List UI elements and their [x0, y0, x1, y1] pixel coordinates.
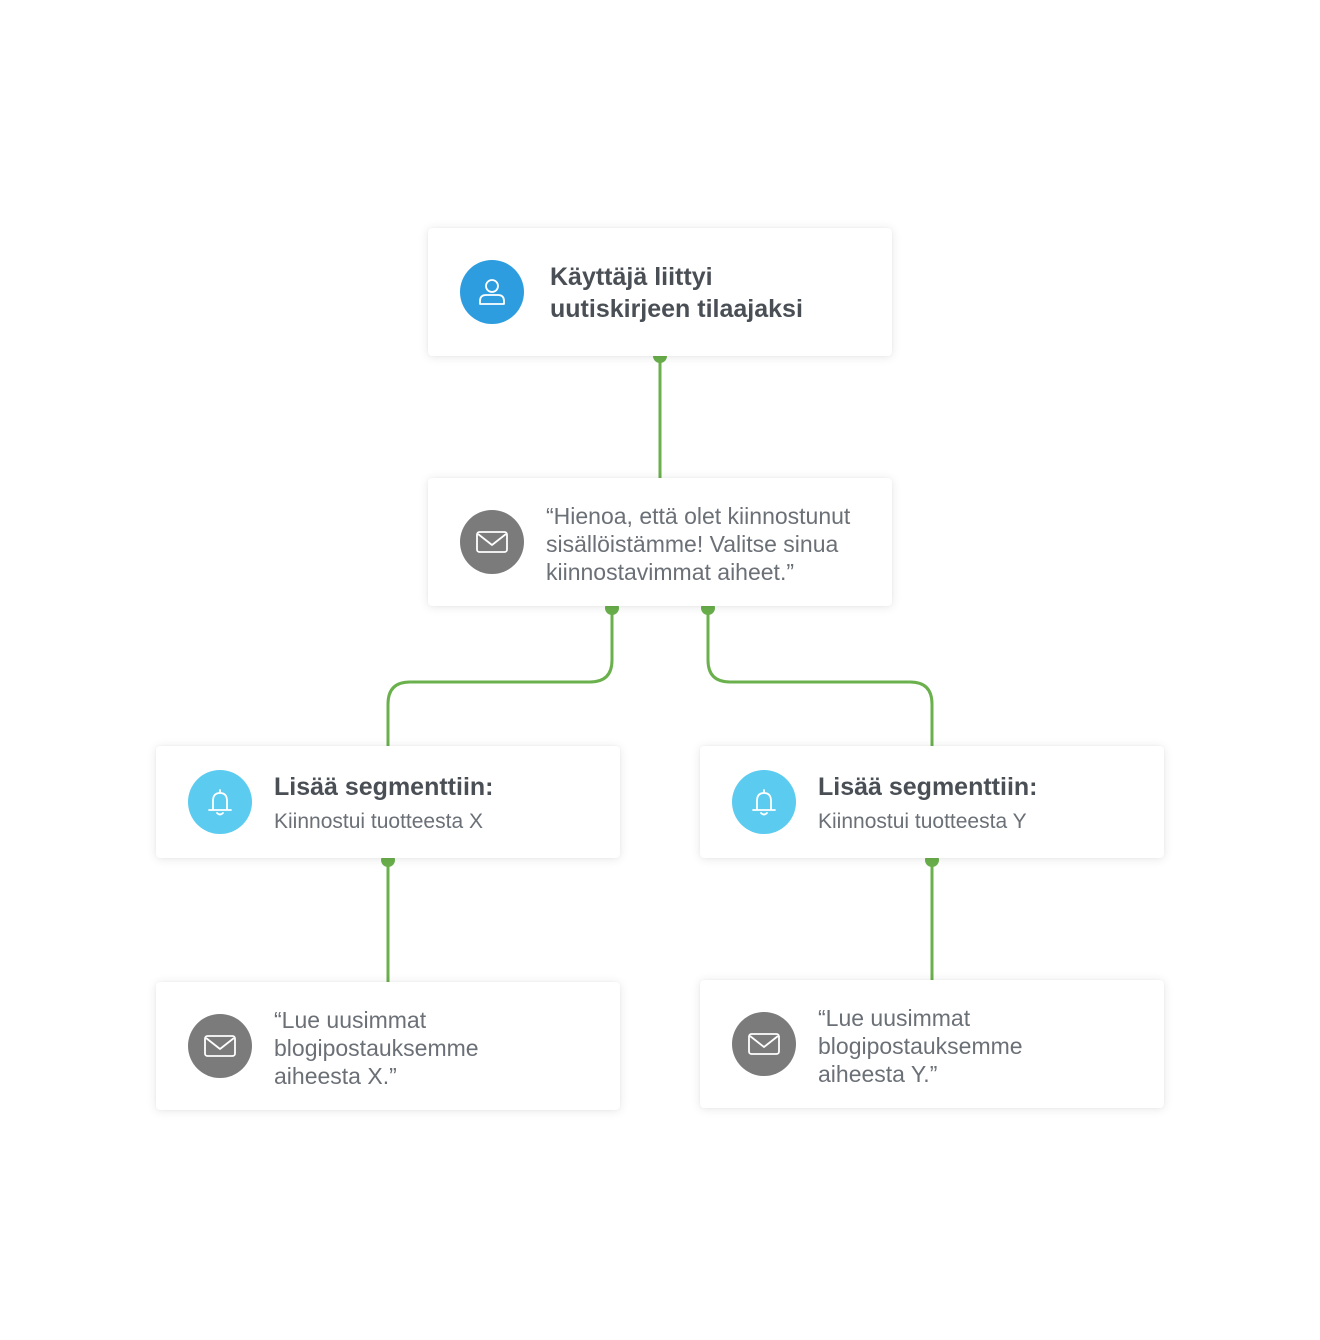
- trigger-card[interactable]: Käyttäjä liittyi uutiskirjeen tilaajaksi: [428, 228, 892, 356]
- envelope-icon-circle: [460, 510, 524, 574]
- connector-welcome-to-segment-y: [706, 608, 934, 746]
- segment-y-subtitle: Kiinnostui tuotteesta Y: [818, 810, 1027, 833]
- segment-y-card[interactable]: Lisää segmenttiin: Kiinnostui tuotteesta…: [700, 746, 1164, 858]
- envelope-icon-circle: [188, 1014, 252, 1078]
- envelope-icon-circle: [732, 1012, 796, 1076]
- bell-icon: [752, 789, 776, 816]
- trigger-title: Käyttäjä liittyi uutiskirjeen tilaajaksi: [550, 263, 803, 323]
- bell-icon-circle: [188, 770, 252, 834]
- segment-y-title: Lisää segmenttiin:: [818, 773, 1038, 801]
- bell-icon-circle: [732, 770, 796, 834]
- email-y-text: “Lue uusimmat blogipostauksemme aiheesta…: [818, 1005, 1023, 1087]
- connector-welcome-to-segment-x: [386, 608, 614, 746]
- user-icon: [479, 279, 505, 305]
- user-icon-circle: [460, 260, 524, 324]
- envelope-icon: [748, 1033, 780, 1055]
- segment-x-subtitle: Kiinnostui tuotteesta X: [274, 810, 483, 833]
- email-x-card[interactable]: “Lue uusimmat blogipostauksemme aiheesta…: [156, 982, 620, 1110]
- email-x-text: “Lue uusimmat blogipostauksemme aiheesta…: [274, 1007, 479, 1089]
- welcome-email-text: “Hienoa, että olet kiinnostunut sisällöi…: [546, 503, 851, 585]
- bell-icon: [208, 789, 232, 816]
- segment-x-title: Lisää segmenttiin:: [274, 773, 494, 801]
- segment-x-card[interactable]: Lisää segmenttiin: Kiinnostui tuotteesta…: [156, 746, 620, 858]
- envelope-icon: [476, 531, 508, 553]
- email-y-card[interactable]: “Lue uusimmat blogipostauksemme aiheesta…: [700, 980, 1164, 1108]
- envelope-icon: [204, 1035, 236, 1057]
- welcome-email-card[interactable]: “Hienoa, että olet kiinnostunut sisällöi…: [428, 478, 892, 606]
